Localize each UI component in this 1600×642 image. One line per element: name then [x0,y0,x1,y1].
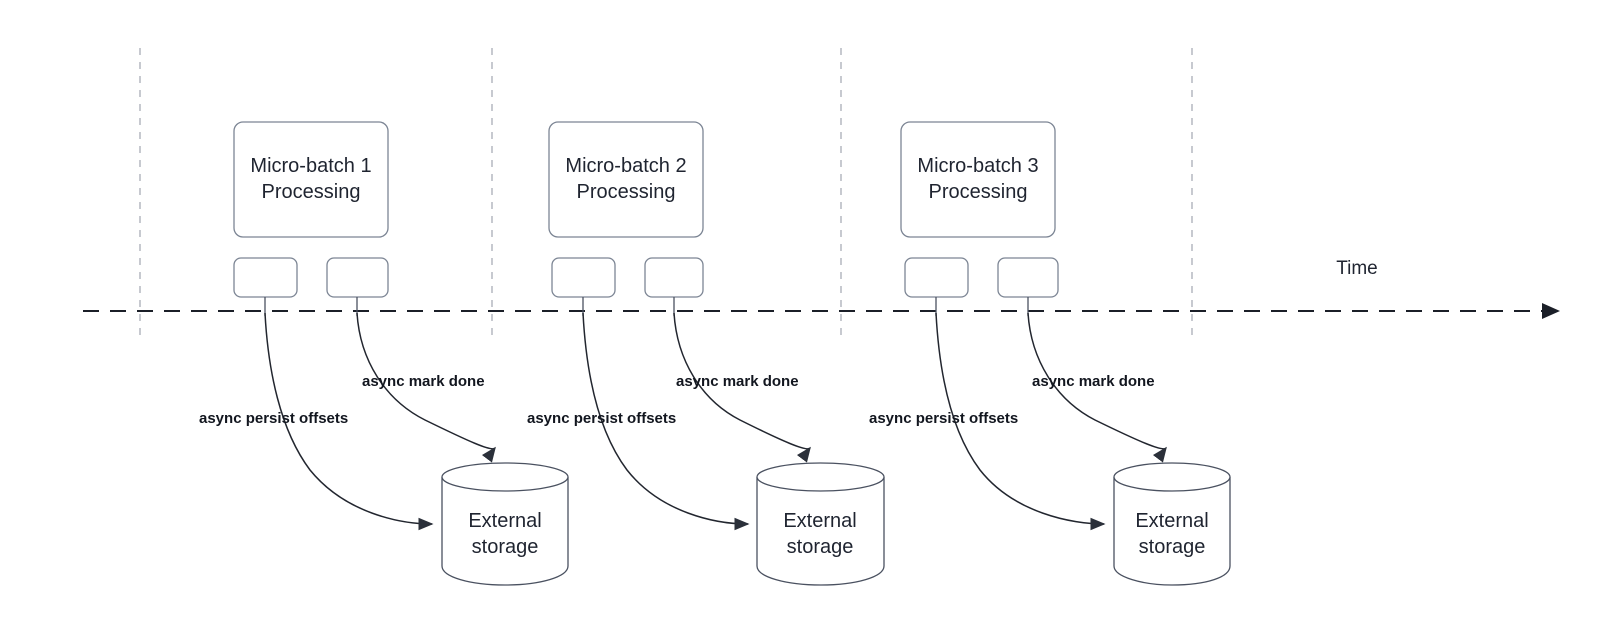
external-storage-2-top [756,462,885,492]
external-storage-3-label-line2: storage [1139,536,1206,558]
micro-batch-3-mark-done-label: async mark done [1032,373,1155,390]
external-storage-1-top [441,462,569,492]
micro-batch-1-mark-done-label: async mark done [362,373,485,390]
micro-batch-2-label-line2: Processing [577,181,676,203]
micro-batch-2-label-line1: Micro-batch 2 [565,155,686,177]
micro-batch-3-mark-done-arrow [1027,312,1167,463]
micro-batch-3-persist-task-box[interactable] [904,257,969,298]
external-storage-2-body [756,477,885,586]
micro-batch-1-persist-task-box[interactable] [233,257,298,298]
micro-batch-1-label-line1: Micro-batch 1 [250,155,371,177]
micro-batch-3-persist-offsets-arrow [935,312,1106,531]
external-storage-1-label-line2: storage [472,536,539,558]
micro-batch-3-persist-offsets-label: async persist offsets [869,410,1018,427]
micro-batch-1-mark-done-arrow [356,312,496,463]
micro-batch-3-label-line2: Processing [929,181,1028,203]
micro-batch-2-mark-done-arrow [673,312,811,463]
micro-batch-3-label-line1: Micro-batch 3 [917,155,1038,177]
micro-batch-2-persist-offsets-label: async persist offsets [527,410,676,427]
micro-batch-1-persist-offsets-label: async persist offsets [199,410,348,427]
micro-batch-1-persist-offsets-arrow [264,312,434,531]
micro-batch-2-mark-task-box[interactable] [644,257,704,298]
external-storage-1-body [441,477,569,586]
timeline-axis-label: Time [1336,258,1378,279]
micro-batch-1-processing-box[interactable] [233,121,389,238]
external-storage-2-label-line1: External [783,510,856,532]
micro-batch-2-processing-box[interactable] [548,121,704,238]
micro-batch-2-persist-offsets-arrow [582,312,750,531]
external-storage-3-top [1113,462,1231,492]
micro-batch-2-persist-task-box[interactable] [551,257,616,298]
micro-batch-1-mark-task-box[interactable] [326,257,389,298]
micro-batch-2-mark-done-label: async mark done [676,373,799,390]
external-storage-1-label-line1: External [468,510,541,532]
external-storage-2-label-line2: storage [787,536,854,558]
external-storage-3-body [1113,477,1231,586]
micro-batch-1-label-line2: Processing [262,181,361,203]
micro-batch-3-processing-box[interactable] [900,121,1056,238]
micro-batch-3-mark-task-box[interactable] [997,257,1059,298]
external-storage-3-label-line1: External [1135,510,1208,532]
